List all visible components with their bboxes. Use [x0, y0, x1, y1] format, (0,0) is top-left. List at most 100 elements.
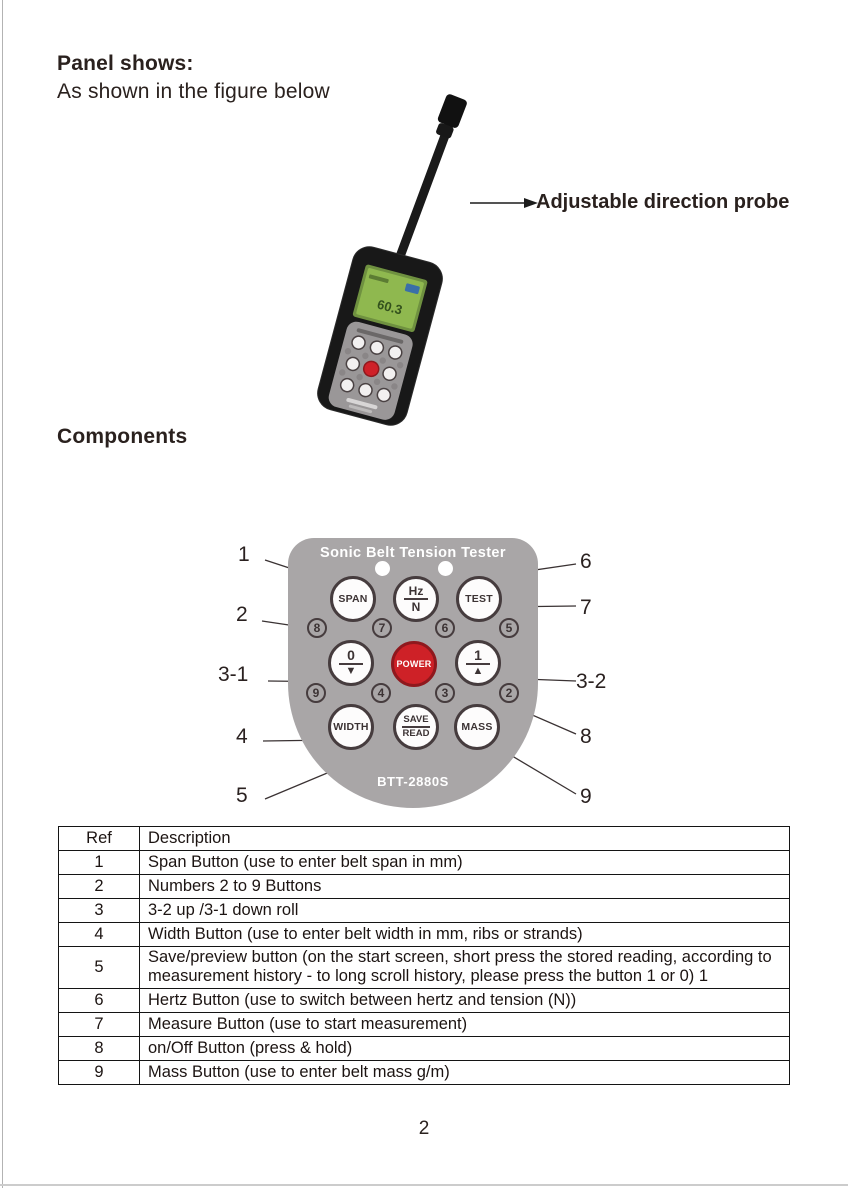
- model-text-bar: [348, 404, 373, 414]
- down-arrow-icon: ▼: [345, 665, 357, 677]
- probe-rod: [393, 117, 455, 267]
- keypad-title-bar: [356, 328, 404, 344]
- ref-cell: 5: [58, 946, 140, 989]
- description-cell: Mass Button (use to enter belt mass g/m): [139, 1059, 790, 1085]
- components-table: Ref Description 1 Span Button (use to en…: [58, 826, 790, 1085]
- header-description: Description: [139, 826, 790, 851]
- callout-2: 2: [236, 603, 248, 626]
- section-title-panel-shows: Panel shows:: [57, 52, 194, 75]
- callout-9: 9: [580, 785, 592, 808]
- power-button: POWER: [391, 641, 437, 687]
- panel-faceplate: Sonic Belt Tension Tester SPAN Hz N TEST…: [288, 538, 538, 808]
- ref-cell: 8: [58, 1035, 140, 1061]
- section-title-components: Components: [57, 425, 188, 448]
- one-label: 1: [474, 647, 482, 663]
- ref-cell: 7: [58, 1011, 140, 1037]
- model-number: BTT-2880S: [377, 774, 449, 789]
- callout-1: 1: [238, 543, 250, 566]
- span-button: SPAN: [330, 576, 376, 622]
- description-cell: 3-2 up /3-1 down roll: [139, 898, 790, 923]
- page-bottom-edge: [0, 1184, 848, 1186]
- callout-3-1: 3-1: [218, 663, 249, 686]
- mass-button-label: MASS: [461, 721, 493, 733]
- test-button-label: TEST: [465, 593, 493, 605]
- span-button-label: SPAN: [338, 593, 368, 605]
- divider-line: [466, 663, 490, 665]
- table-row: 3 3-2 up /3-1 down roll: [58, 898, 790, 923]
- probe-tip: [436, 94, 467, 139]
- led-indicator-left: [375, 561, 390, 576]
- width-button: WIDTH: [328, 704, 374, 750]
- hz-n-button: Hz N: [393, 576, 439, 622]
- table-row: 6 Hertz Button (use to switch between he…: [58, 987, 790, 1013]
- callout-7: 7: [580, 596, 592, 619]
- digit-button-6: 6: [435, 618, 455, 638]
- page-number: 2: [418, 1118, 430, 1139]
- table-row: 2 Numbers 2 to 9 Buttons: [58, 874, 790, 899]
- ref-cell: 2: [58, 874, 140, 899]
- description-cell: Span Button (use to enter belt span in m…: [139, 850, 790, 875]
- table-row: 8 on/Off Button (press & hold): [58, 1035, 790, 1061]
- table-row: 9 Mass Button (use to enter belt mass g/…: [58, 1059, 790, 1085]
- save-label: SAVE: [403, 714, 429, 725]
- table-row: 1 Span Button (use to enter belt span in…: [58, 850, 790, 875]
- lcd-screen: [356, 268, 424, 329]
- page-left-edge: [2, 0, 3, 1188]
- callout-4: 4: [236, 725, 248, 748]
- device-body: 60.3: [317, 246, 443, 426]
- description-cell: on/Off Button (press & hold): [139, 1035, 790, 1061]
- description-cell: Save/preview button (on the start screen…: [139, 946, 790, 989]
- table-row: 5 Save/preview button (on the start scre…: [58, 946, 790, 989]
- divider-line: [402, 726, 430, 728]
- divider-line: [339, 663, 363, 665]
- header-ref: Ref: [58, 826, 140, 851]
- zero-down-button: 0 ▼: [328, 640, 374, 686]
- read-label: READ: [402, 728, 430, 739]
- digit-button-7: 7: [372, 618, 392, 638]
- ref-cell: 6: [58, 987, 140, 1013]
- description-cell: Width Button (use to enter belt width in…: [139, 922, 790, 947]
- section-subtitle: As shown in the figure below: [57, 80, 330, 103]
- keypad-power-button: [362, 360, 380, 378]
- probe-annotation-label: Adjustable direction probe: [536, 191, 790, 213]
- power-button-label: POWER: [396, 659, 432, 669]
- description-cell: Measure Button (use to start measurement…: [139, 1011, 790, 1037]
- device-photo: 60.3: [317, 94, 467, 426]
- test-button: TEST: [456, 576, 502, 622]
- n-label: N: [411, 600, 421, 614]
- annotation-arrow: [470, 198, 538, 208]
- zero-label: 0: [347, 647, 355, 663]
- digit-button-9: 9: [306, 683, 326, 703]
- one-up-button: 1 ▲: [455, 640, 501, 686]
- table-row: 7 Measure Button (use to start measureme…: [58, 1011, 790, 1037]
- up-arrow-icon: ▲: [472, 665, 484, 677]
- mass-button: MASS: [454, 704, 500, 750]
- callout-8: 8: [580, 725, 592, 748]
- ref-cell: 4: [58, 922, 140, 947]
- save-read-button: SAVE READ: [393, 704, 439, 750]
- callout-6: 6: [580, 550, 592, 573]
- table-header-row: Ref Description: [58, 826, 790, 851]
- callout-5: 5: [236, 784, 248, 807]
- table-row: 4 Width Button (use to enter belt width …: [58, 922, 790, 947]
- panel-diagram: Sonic Belt Tension Tester SPAN Hz N TEST…: [218, 535, 643, 825]
- callout-3-2: 3-2: [576, 670, 607, 693]
- lcd-status-line: [368, 274, 389, 284]
- digit-button-2: 2: [499, 683, 519, 703]
- description-cell: Numbers 2 to 9 Buttons: [139, 874, 790, 899]
- digit-button-5: 5: [499, 618, 519, 638]
- description-cell: Hertz Button (use to switch between hert…: [139, 987, 790, 1013]
- keypad-digit-dots: [339, 348, 404, 390]
- lcd-reading: 60.3: [376, 297, 404, 318]
- keypad-buttons: [339, 335, 403, 403]
- battery-icon: [404, 283, 420, 295]
- digit-button-4: 4: [371, 683, 391, 703]
- led-indicator-right: [438, 561, 453, 576]
- divider-line: [404, 598, 428, 600]
- ref-cell: 3: [58, 898, 140, 923]
- digit-button-8: 8: [307, 618, 327, 638]
- brand-text-bar: [346, 397, 378, 410]
- panel-title: Sonic Belt Tension Tester: [320, 545, 506, 561]
- ref-cell: 9: [58, 1059, 140, 1085]
